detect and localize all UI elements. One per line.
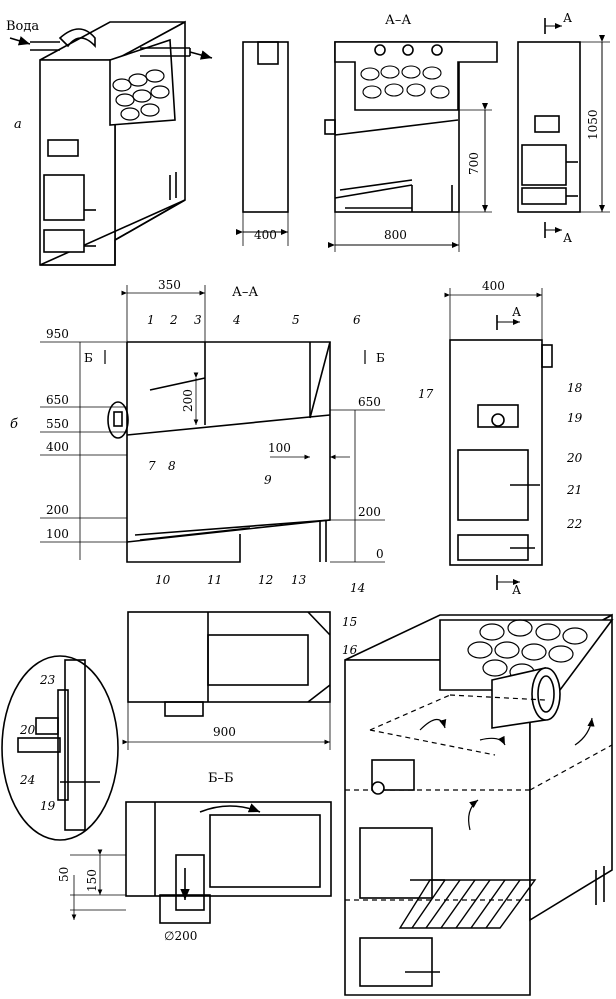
callout-number: 5 (292, 313, 300, 327)
section-a-mark-top-b: А (512, 305, 521, 319)
callout-number: 19 (40, 799, 56, 813)
callout-number: 14 (350, 581, 365, 595)
panel-a (9, 18, 610, 266)
callout-number: 16 (342, 643, 358, 657)
callout-number: 1 (147, 313, 155, 327)
callout-number: 17 (418, 387, 434, 401)
callout-number: 22 (566, 517, 582, 531)
panel-c (1, 611, 614, 996)
section-a-a-title-small: А–А (385, 13, 411, 28)
section-mark-bottom: А (563, 231, 572, 245)
callout-number: 11 (207, 573, 222, 587)
dim-diameter-200: ∅200 (164, 929, 197, 943)
callout-number: 9 (264, 473, 272, 487)
levels-left: 950 650 550 400 200 100 (46, 327, 69, 541)
detail-circle (1, 655, 119, 841)
section-b-b (70, 801, 332, 924)
level-label: 200 (358, 505, 381, 519)
section-a-a-small (324, 41, 498, 252)
stones-section (360, 65, 450, 99)
stones-large (467, 619, 588, 681)
callout-number: 15 (342, 615, 357, 629)
callouts-b: 1 2 3 4 5 6 7 8 9 10 11 12 13 14 17 18 1… (147, 313, 583, 595)
callout-number: 23 (39, 673, 56, 687)
callout-number: 10 (155, 573, 171, 587)
dim-50: 50 (57, 867, 71, 882)
grate (398, 879, 537, 929)
level-label: 550 (46, 417, 69, 431)
level-label: 950 (46, 327, 69, 341)
callout-number: 18 (567, 381, 583, 395)
stones-small (112, 69, 170, 121)
section-a-mark-bottom-b: А (512, 583, 521, 597)
dim-350: 350 (158, 278, 181, 292)
panel-b-label: б (10, 417, 18, 432)
section-b-b-title: Б–Б (208, 771, 234, 786)
dim-800-small: 800 (384, 228, 407, 242)
dim-150: 150 (85, 869, 99, 892)
dim-200-inner: 200 (181, 389, 195, 412)
panel-b (40, 285, 553, 590)
callout-number: 7 (148, 459, 156, 473)
section-b-mark-right: Б (376, 351, 385, 365)
level-label: 200 (46, 503, 69, 517)
side-view-small (517, 18, 610, 238)
callout-number: 20 (19, 723, 36, 737)
callout-number: 2 (169, 313, 178, 327)
iso-stove-large (344, 613, 614, 996)
level-label: 650 (46, 393, 69, 407)
callout-number: 3 (194, 313, 202, 327)
callout-number: 21 (566, 483, 582, 497)
dim-100-inner: 100 (268, 441, 291, 455)
section-b-mark-left: Б (84, 351, 93, 365)
dim-400-small: 400 (254, 228, 277, 242)
callout-number: 6 (353, 313, 361, 327)
callout-number: 20 (566, 451, 583, 465)
callout-number: 13 (291, 573, 307, 587)
level-label: 100 (46, 527, 69, 541)
callouts-c: 15 16 23 20 24 19 (19, 615, 358, 813)
plan-view (122, 611, 331, 750)
level-label: 650 (358, 395, 381, 409)
panel-a-label: а (14, 117, 22, 132)
front-view-large (444, 288, 553, 590)
water-label: Вода (6, 19, 39, 34)
callout-number: 8 (168, 459, 176, 473)
section-mark-top: А (563, 11, 572, 25)
callout-number: 12 (258, 573, 273, 587)
dim-700: 700 (467, 152, 481, 175)
callout-number: 24 (19, 773, 35, 787)
dim-900: 900 (213, 725, 236, 739)
dim-400-large: 400 (482, 279, 505, 293)
level-label: 400 (46, 440, 69, 454)
front-view-small (236, 41, 289, 246)
callout-number: 19 (567, 411, 583, 425)
dim-1050: 1050 (586, 109, 600, 140)
section-a-a-title-large: А–А (232, 285, 258, 300)
level-label: 0 (376, 547, 384, 561)
iso-stove-small (9, 20, 213, 266)
levels-right: 650 200 0 (358, 395, 384, 561)
section-a-a-large (40, 285, 385, 563)
callout-number: 4 (232, 313, 241, 327)
